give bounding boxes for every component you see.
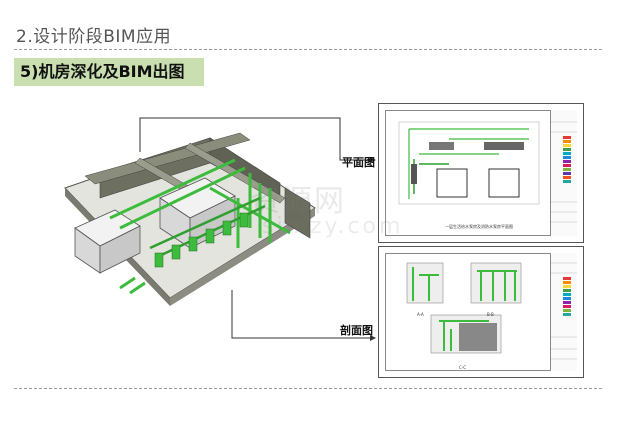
page-title: 2.设计阶段BIM应用 — [16, 27, 172, 47]
title-block — [550, 110, 577, 236]
plan-drawing-sheet: 一层生活给水泵房及消防水泵房平面图 — [378, 103, 584, 243]
section-drawing-sheet: A-A B-B C-C — [378, 246, 584, 378]
section-view-c: C-C — [459, 365, 467, 370]
watermark-text: 资源网 — [250, 184, 346, 219]
top-divider — [14, 49, 602, 50]
bottom-divider — [14, 388, 602, 389]
section-view-label: 剖面图 — [340, 324, 373, 337]
section-view-a: A-A — [417, 312, 424, 317]
section-banner: 5)机房深化及BIM出图 — [14, 58, 204, 86]
pump-room-3d-model — [64, 132, 316, 306]
plan-view-label: 平面图 — [342, 156, 375, 169]
plan-sheet-caption: 一层生活给水泵房及消防水泵房平面图 — [445, 224, 513, 229]
section-view-b: B-B — [487, 312, 494, 317]
watermark-url: simzy.com — [262, 214, 404, 239]
title-block — [550, 253, 577, 371]
